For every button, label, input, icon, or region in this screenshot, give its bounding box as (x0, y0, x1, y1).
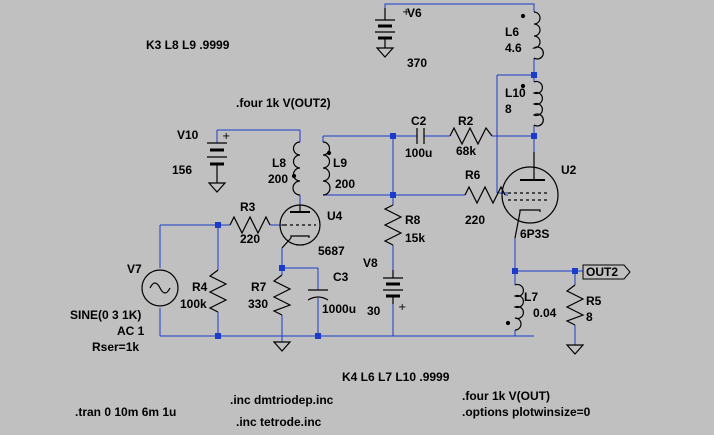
u4-value: 5687 (318, 244, 345, 258)
r7-name: R7 (251, 280, 267, 294)
l6-inductor-symbol (520, 11, 544, 60)
r3-resistor-symbol (229, 215, 271, 235)
r3-value: 220 (240, 232, 261, 246)
r6-resistor-symbol (464, 185, 506, 205)
l9-value: 200 (335, 177, 356, 191)
v6-value: 370 (407, 56, 428, 70)
c2-capacitor-symbol (416, 128, 425, 144)
u2-tetrode-symbol (501, 152, 559, 239)
wires (159, 3, 576, 345)
four-directive-out: .four 1k V(OUT) (462, 389, 551, 403)
r2-value: 68k (456, 144, 477, 158)
u2-name: U2 (561, 163, 577, 177)
v8-value: 30 (367, 304, 381, 318)
l10-value: 8 (505, 102, 512, 116)
r4-resistor-symbol (208, 269, 228, 313)
l10-inductor-symbol (520, 80, 544, 127)
v7-name: V7 (127, 262, 142, 276)
r8-name: R8 (405, 213, 421, 227)
r7-value: 330 (248, 297, 269, 311)
l7-inductor-symbol (505, 283, 524, 331)
r5-name: R5 (586, 294, 602, 308)
l9-inductor-symbol (322, 141, 332, 196)
l9-name: L9 (333, 156, 348, 170)
r3-name: R3 (240, 200, 256, 214)
l7-value: 0.04 (533, 306, 557, 320)
r4-name: R4 (192, 280, 208, 294)
svg-text:+: + (398, 302, 406, 313)
svg-text:+: + (222, 131, 230, 142)
out2-net-flag (575, 264, 631, 280)
r2-resistor-symbol (449, 126, 493, 146)
l8-value: 200 (268, 172, 289, 186)
u2-value: 6P3S (520, 227, 550, 241)
c2-value: 100u (405, 146, 433, 160)
c3-value: 1000u (322, 302, 357, 316)
options-directive: .options plotwinsize=0 (462, 405, 591, 419)
c2-name: C2 (411, 114, 427, 128)
coupling-directive-k4: K4 L6 L7 L10 .9999 (342, 370, 450, 384)
u4-triode-symbol (279, 204, 321, 249)
r5-resistor-symbol (565, 284, 585, 326)
v7-rser: Rser=1k (92, 340, 140, 354)
c3-name: C3 (333, 270, 349, 284)
include-directive-dmtriodep: .inc dmtriodep.inc (230, 393, 334, 407)
v8-name: V8 (363, 256, 378, 270)
v7-sine-source-symbol (141, 269, 179, 307)
l6-name: L6 (505, 25, 520, 39)
v10-value: 156 (172, 163, 193, 177)
v8-battery-symbol (383, 270, 403, 304)
v6-name: V6 (407, 6, 422, 20)
v7-value: SINE(0 3 1K) (70, 308, 142, 322)
l10-name: L10 (505, 86, 526, 100)
r8-value: 15k (405, 231, 426, 245)
coupling-directive-k3: K3 L8 L9 .9999 (146, 38, 230, 52)
four-directive-out2: .four 1k V(OUT2) (236, 96, 331, 110)
v10-name: V10 (177, 128, 199, 142)
r8-resistor-symbol (383, 204, 403, 246)
v7-ac: AC 1 (117, 324, 145, 338)
ground-symbols (272, 341, 585, 355)
r5-value: 8 (586, 310, 593, 324)
r4-value: 100k (180, 297, 207, 311)
r7-resistor-symbol (272, 274, 292, 316)
l7-name: L7 (524, 290, 539, 304)
v10-battery-symbol (207, 142, 227, 193)
r2-name: R2 (458, 114, 474, 128)
r6-name: R6 (465, 168, 481, 182)
l6-value: 4.6 (505, 41, 522, 55)
include-directive-tetrode: .inc tetrode.inc (236, 415, 322, 429)
r6-value: 220 (465, 213, 486, 227)
tran-directive: .tran 0 10m 6m 1u (75, 405, 177, 419)
l8-inductor-symbol (291, 141, 301, 196)
l8-name: L8 (272, 156, 287, 170)
out2-label: OUT2 (586, 265, 619, 279)
svg-text:+: + (402, 7, 410, 18)
u4-name: U4 (327, 209, 343, 223)
v6-battery-symbol (375, 8, 395, 58)
c3-capacitor-symbol (307, 289, 329, 301)
